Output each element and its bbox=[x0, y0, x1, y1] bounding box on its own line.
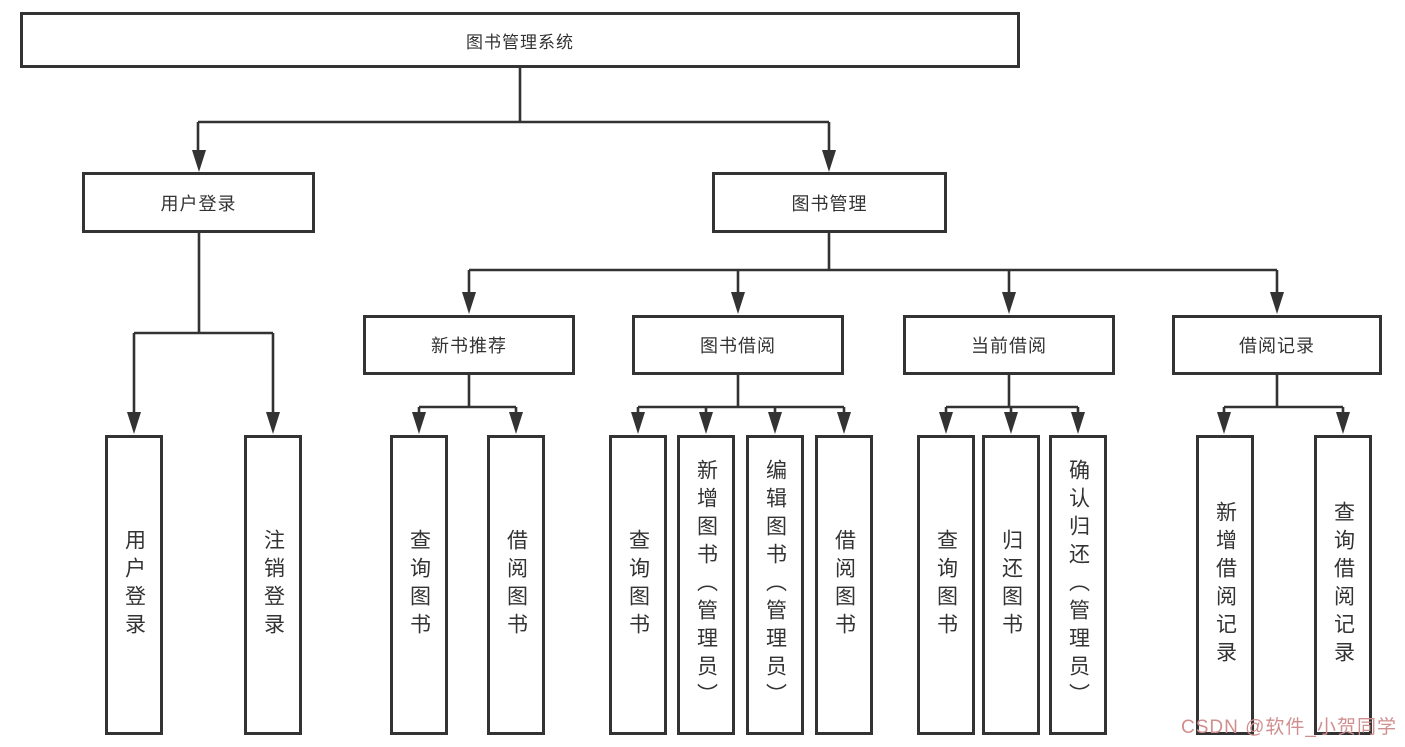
edge-newbook-to-leaves bbox=[417, 375, 518, 416]
arrowhead-icon bbox=[1217, 412, 1231, 434]
arrowhead-icon bbox=[1002, 292, 1016, 314]
watermark: CSDN @软件_小贺同学 bbox=[1181, 717, 1397, 738]
edge-userlogin-to-leaves bbox=[132, 233, 275, 416]
arrowhead-icon bbox=[939, 412, 953, 434]
node-borrowing-records: 借阅记录 bbox=[1172, 315, 1382, 375]
node-leaf-borrow-books-1: 借阅图书 bbox=[487, 435, 545, 735]
arrowhead-icon bbox=[768, 412, 782, 434]
node-leaf-return-books: 归还图书 bbox=[982, 435, 1040, 735]
arrowhead-icon bbox=[192, 150, 206, 172]
edge-current-to-leaves bbox=[944, 375, 1080, 416]
arrowhead-icon bbox=[127, 412, 141, 434]
node-book-borrowing: 图书借阅 bbox=[632, 315, 844, 375]
node-root-system: 图书管理系统 bbox=[20, 12, 1020, 68]
arrowhead-icon bbox=[822, 150, 836, 172]
arrowhead-icon bbox=[1270, 292, 1284, 314]
arrowhead-icon bbox=[266, 412, 280, 434]
node-leaf-user-login: 用户登录 bbox=[105, 435, 163, 735]
node-leaf-confirm-return-admin: 确认归还（管理员） bbox=[1049, 435, 1107, 735]
node-leaf-edit-books-admin: 编辑图书（管理员） bbox=[746, 435, 804, 735]
node-leaf-add-borrow-record: 新增借阅记录 bbox=[1196, 435, 1254, 735]
arrowhead-icon bbox=[731, 292, 745, 314]
edge-root-to-level2 bbox=[196, 68, 831, 153]
arrowhead-icon bbox=[509, 412, 523, 434]
arrowheads bbox=[127, 150, 1350, 434]
node-leaf-query-books-1: 查询图书 bbox=[390, 435, 448, 735]
arrowhead-icon bbox=[1336, 412, 1350, 434]
arrowhead-icon bbox=[1071, 412, 1085, 434]
arrowhead-icon bbox=[699, 412, 713, 434]
node-user-login: 用户登录 bbox=[82, 172, 315, 233]
arrowhead-icon bbox=[631, 412, 645, 434]
node-leaf-query-borrow-record: 查询借阅记录 bbox=[1314, 435, 1372, 735]
edge-borrow-to-leaves bbox=[636, 375, 846, 416]
node-leaf-query-books-3: 查询图书 bbox=[917, 435, 975, 735]
edge-record-to-leaves bbox=[1222, 375, 1345, 416]
arrowhead-icon bbox=[1004, 412, 1018, 434]
arrowhead-icon bbox=[412, 412, 426, 434]
arrowhead-icon bbox=[462, 292, 476, 314]
arrowhead-icon bbox=[837, 412, 851, 434]
node-leaf-query-books-2: 查询图书 bbox=[609, 435, 667, 735]
connector-stroke-group bbox=[132, 68, 1345, 416]
node-leaf-logout: 注销登录 bbox=[244, 435, 302, 735]
node-current-borrowing: 当前借阅 bbox=[903, 315, 1115, 375]
edge-bookmgmt-to-level3 bbox=[467, 233, 1279, 296]
node-new-book-recommend: 新书推荐 bbox=[363, 315, 575, 375]
node-leaf-borrow-books-2: 借阅图书 bbox=[815, 435, 873, 735]
node-book-management: 图书管理 bbox=[712, 172, 947, 233]
node-leaf-add-books-admin: 新增图书（管理员） bbox=[677, 435, 735, 735]
